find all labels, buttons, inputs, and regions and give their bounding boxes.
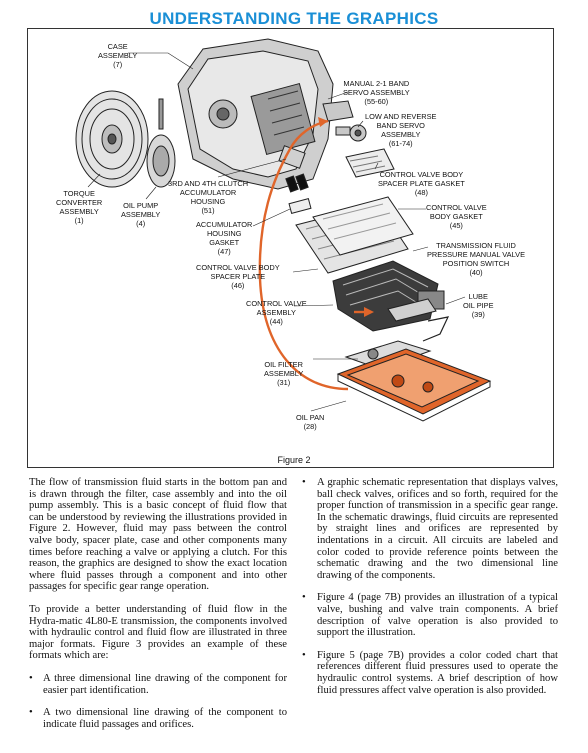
spacer-plate-gasket-drawing — [345, 148, 395, 178]
list-item: Figure 5 (page 7B) provides a color code… — [302, 650, 558, 696]
accumulator-housing-drawing — [278, 145, 309, 193]
band-servo-drawing — [322, 100, 367, 142]
list-item: Figure 4 (page 7B) provides an illustrat… — [302, 592, 558, 638]
pressure-switch-drawing — [387, 298, 437, 322]
left-column: The flow of transmission fluid starts in… — [29, 477, 287, 741]
leader-lines — [87, 52, 466, 412]
torque-converter-drawing — [75, 90, 149, 188]
list-item: A three dimensional line drawing of the … — [29, 673, 287, 696]
format-list: A three dimensional line drawing of the … — [29, 673, 287, 730]
list-item: A two dimensional line drawing of the co… — [29, 707, 287, 730]
label-oil-pan: OIL PAN(28) — [296, 413, 325, 431]
case-drawing — [177, 38, 334, 190]
format-list-continued: A graphic schematic representation that … — [302, 477, 558, 696]
oil-pan-drawing — [336, 348, 492, 422]
paragraph: The flow of transmission fluid starts in… — [29, 477, 287, 593]
list-item: A graphic schematic representation that … — [302, 477, 558, 581]
right-column: A graphic schematic representation that … — [302, 477, 558, 707]
paragraph: To provide a better understanding of flu… — [29, 603, 287, 662]
figure-caption: Figure 2 — [277, 455, 311, 465]
oil-pump-drawing — [146, 98, 176, 188]
page-title: UNDERSTANDING THE GRAPHICS — [149, 9, 439, 28]
exploded-view-drawing — [75, 38, 492, 422]
spacer-plate-drawing — [295, 196, 414, 274]
lube-pipe-drawing — [422, 316, 450, 342]
accumulator-gasket-drawing — [288, 197, 312, 215]
